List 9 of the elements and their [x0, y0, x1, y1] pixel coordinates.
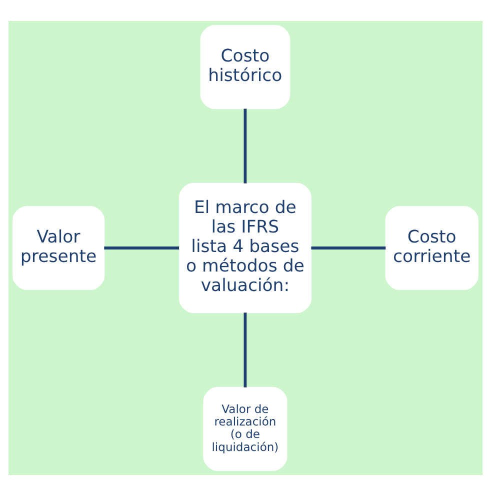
node-box: Valor de realización (o de liquidación) [203, 386, 288, 470]
connector [104, 246, 180, 249]
connector [311, 246, 386, 249]
node-box: Costo histórico [200, 24, 290, 109]
connector [244, 108, 247, 183]
node-box: El marco de las IFRS lista 4 bases o métodos de valuación: [178, 182, 312, 313]
node-box: Valor presente [12, 205, 105, 290]
connector [244, 312, 247, 387]
node-box: Costo corriente [385, 205, 479, 290]
